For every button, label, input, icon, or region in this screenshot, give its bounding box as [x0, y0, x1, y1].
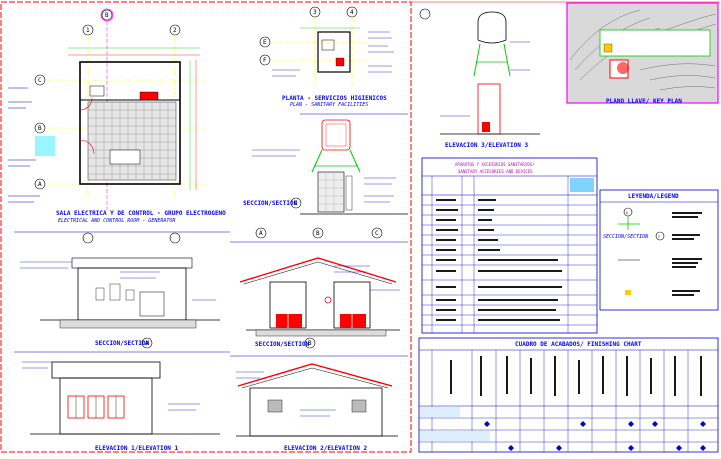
- grid-label: B: [105, 12, 109, 19]
- legend-box: LEYENDA/LEGEND A SECCION/SECTION C: [599, 189, 719, 311]
- section-tag: B: [308, 340, 312, 347]
- grid-label: F: [263, 57, 267, 64]
- section-title: SECCION/SECTION: [255, 341, 310, 348]
- drawing-title: PLANO LLAVE/ KEY PLAN: [606, 98, 682, 105]
- table-subtitle: SANITARY ACCESORIES AND DEVICES: [458, 169, 533, 174]
- key-plan: PLANO LLAVE/ KEY PLAN: [566, 2, 719, 105]
- elevation-2: ELEVACION 2/ELEVATION 2: [230, 355, 408, 452]
- grid-label: 1: [86, 27, 90, 34]
- drawing-title: PLANTA - SERVICIOS HIGIENICOS: [282, 95, 387, 102]
- grid-bubble: [169, 24, 181, 36]
- section-title: SECCION/SECTION: [243, 200, 298, 207]
- grid-label: B: [316, 230, 320, 237]
- section-title: SECCION/SECTION: [95, 340, 150, 347]
- electrical-room-plan: 1 2 B: [8, 8, 226, 224]
- legend-section-tag: C: [658, 235, 660, 239]
- elevation-1: ELEVACION 1/ELEVATION 1: [14, 351, 230, 452]
- grid-label: 4: [350, 9, 354, 16]
- grid-label: 2: [173, 27, 177, 34]
- grid-bubble: [82, 24, 94, 36]
- drawing-subtitle: ELECTRICAL AND CONTROL ROOM - GENERATOR: [58, 218, 175, 224]
- drawing-title: SALA ELECTRICA Y DE CONTROL - GRUPO ELEC…: [56, 210, 226, 217]
- table-title: APARATOS Y ACCESORIOS SANITARIOS/: [455, 162, 535, 167]
- drawing-title: ELEVACION 2/ELEVATION 2: [284, 445, 367, 452]
- drawing-title: ELEVACION 1/ELEVATION 1: [95, 445, 178, 452]
- elevation-3: ELEVACION 3/ELEVATION 3: [419, 8, 540, 149]
- grid-label: A: [259, 230, 263, 237]
- grid-label: 3: [313, 9, 317, 16]
- legend-title: LEYENDA/LEGEND: [628, 193, 679, 200]
- sanitary-table: APARATOS Y ACCESORIOS SANITARIOS/ SANITA…: [421, 157, 598, 334]
- grid-label: E: [263, 39, 267, 46]
- section-a: SECCION/SECTION A: [14, 231, 230, 349]
- grid-label: B: [38, 125, 42, 132]
- section-tag: A: [145, 340, 149, 347]
- section-c: SECCION/SECTION C: [243, 113, 408, 215]
- grid-label: C: [375, 230, 379, 237]
- legend-grid-tag: A: [626, 211, 628, 215]
- section-b: A B C SECCION/SECTION B: [230, 227, 408, 349]
- section-tag: C: [294, 200, 298, 207]
- grid-label: C: [38, 77, 42, 84]
- legend-section-label: SECCION/SECTION: [603, 234, 649, 240]
- finishing-chart: CUADRO DE ACABADOS/ FINISHING CHART: [418, 337, 719, 453]
- chart-title: CUADRO DE ACABADOS/ FINISHING CHART: [515, 341, 642, 348]
- grid-bubble: [101, 9, 113, 21]
- sanitary-plan: 3 4 E F PLANTA - SERVICIOS HIGIENICOS PL…: [259, 6, 394, 108]
- drawing-subtitle: PLAN - SANITARY FACILITIES: [290, 102, 368, 108]
- grid-label: A: [38, 181, 42, 188]
- drawing-title: ELEVACION 3/ELEVATION 3: [445, 142, 528, 149]
